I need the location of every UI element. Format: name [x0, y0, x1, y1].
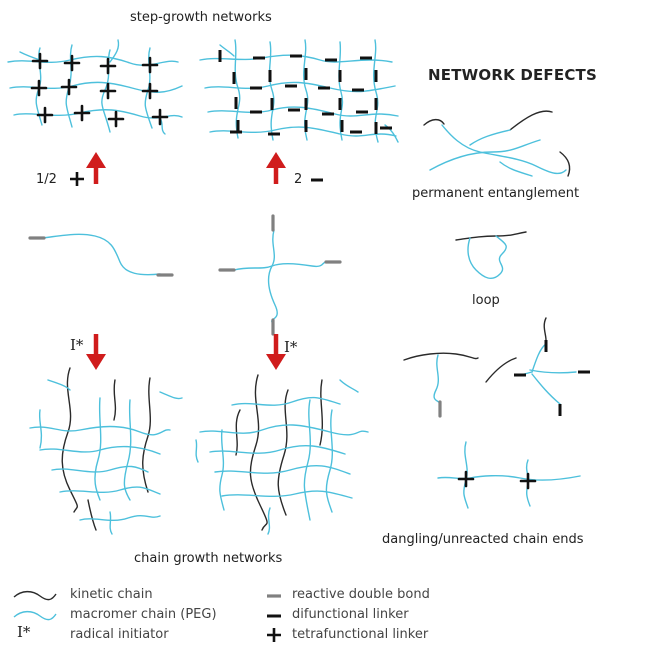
- legend-kinetic-chain-label: kinetic chain: [70, 587, 153, 602]
- loop-figure: [455, 231, 527, 280]
- tetrafunctional-linker-symbol: [70, 172, 84, 186]
- chain-growth-network-left: [29, 367, 183, 535]
- legend-macromer-symbol: [13, 610, 57, 621]
- up-arrow-right: [266, 152, 286, 184]
- half-tetra-label: 1/2: [36, 172, 57, 187]
- dangling-label: dangling/unreacted chain ends: [382, 532, 584, 547]
- up-arrow-left: [86, 152, 106, 184]
- initiator-right-label: I*: [284, 338, 298, 356]
- dangling-tetra-figure: [437, 441, 581, 509]
- dangling-chain-figure: [403, 352, 479, 418]
- legend-tetrafunctional-label: tetrafunctional linker: [292, 627, 429, 642]
- step-growth-label: step-growth networks: [130, 10, 272, 25]
- tetrafunctional-network: [7, 39, 183, 135]
- dangling-four-arm-figure: [485, 317, 590, 416]
- legend-reactive-label: reactive double bond: [292, 587, 430, 602]
- legend-macromer-label: macromer chain (PEG): [70, 607, 217, 622]
- network-defects-title: NETWORK DEFECTS: [428, 66, 597, 84]
- four-arm-macromer: [218, 214, 342, 336]
- chain-growth-network-right: [195, 374, 369, 535]
- legend-tetrafunctional-symbol: [267, 628, 281, 642]
- initiator-left-label: I*: [70, 336, 84, 354]
- down-arrow-right: [266, 334, 286, 370]
- permanent-entanglement-label: permanent entanglement: [412, 186, 580, 201]
- legend-kinetic-chain-symbol: [13, 590, 57, 601]
- legend-initiator-symbol: I*: [17, 623, 31, 641]
- permanent-entanglement-figure: [423, 110, 571, 177]
- difunctional-network: [199, 39, 399, 143]
- linear-macromer: [28, 233, 174, 277]
- two-di-label: 2: [294, 172, 303, 187]
- down-arrow-left: [86, 334, 106, 370]
- legend-difunctional-label: difunctional linker: [292, 607, 409, 622]
- chain-growth-label: chain growth networks: [134, 551, 283, 566]
- loop-label: loop: [472, 293, 500, 308]
- legend-initiator-label: radical initiator: [70, 627, 169, 642]
